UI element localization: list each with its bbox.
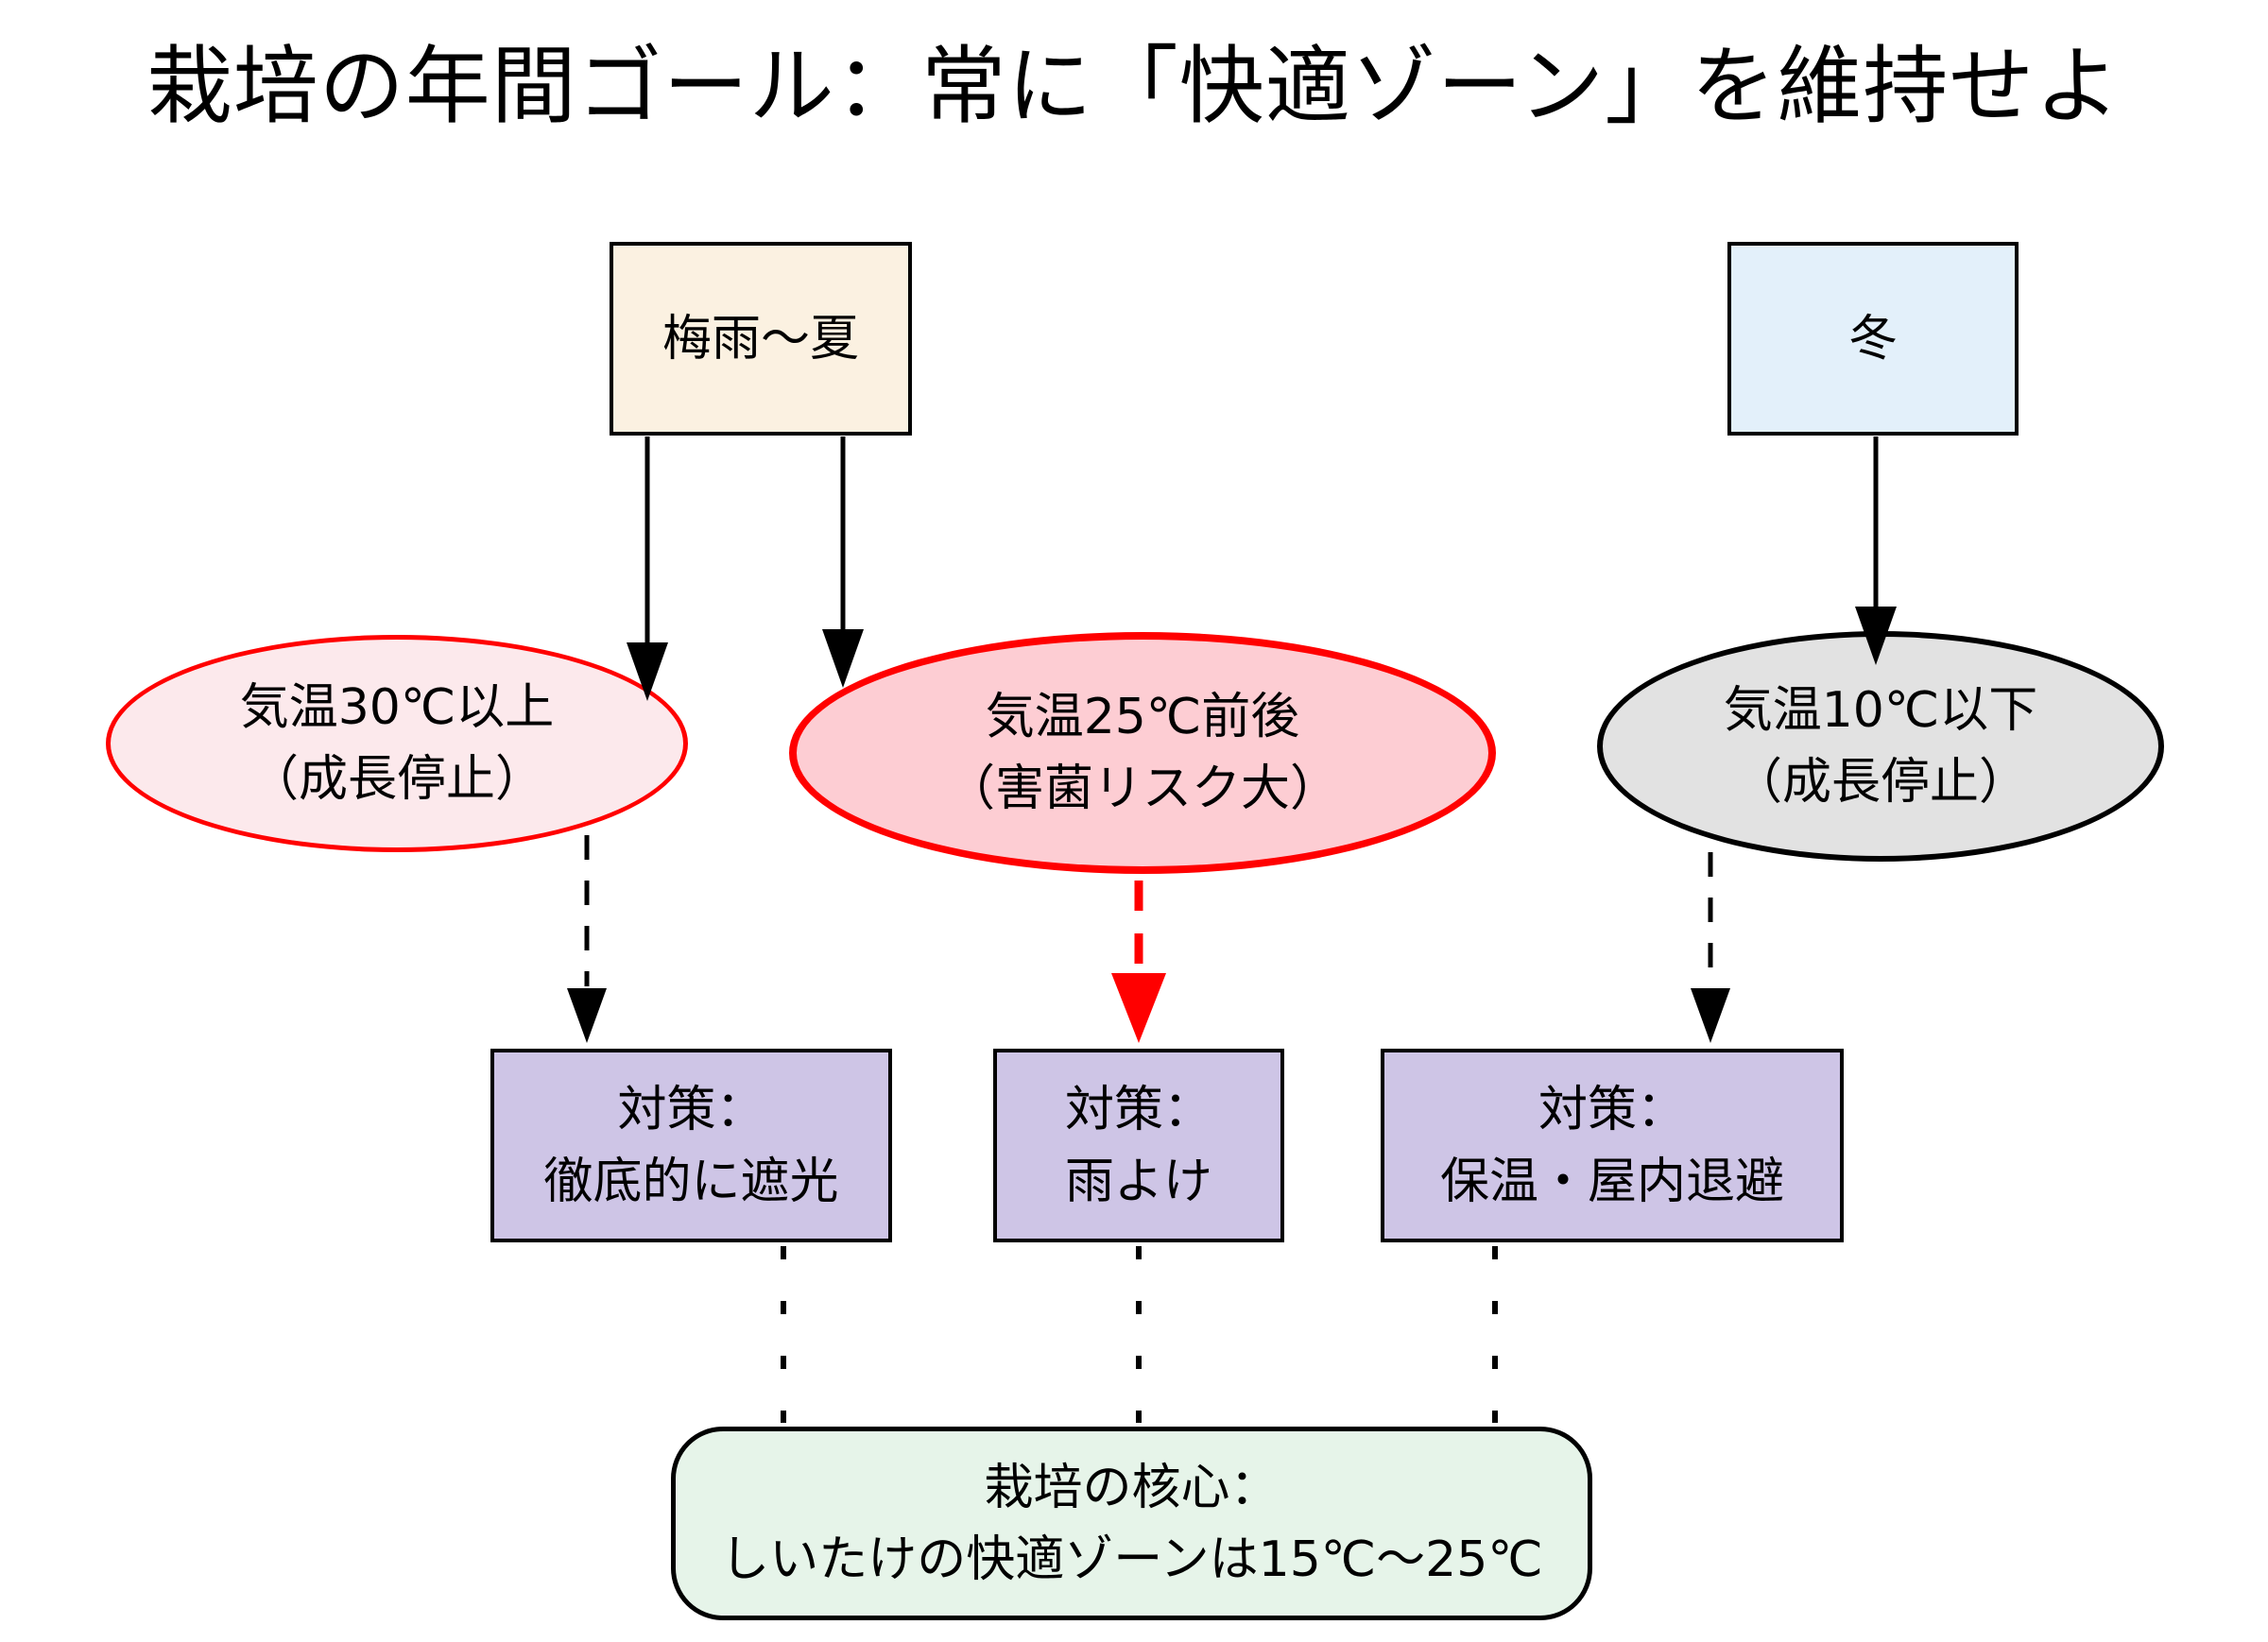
node-temp-around-25-line1: 気温25℃前後 — [985, 689, 1300, 745]
node-measure-rain-cover: 対策： 雨よけ — [993, 1049, 1284, 1242]
node-temp-around-25-line2: （害菌リスク大） — [945, 761, 1339, 817]
node-rainy-to-summer-label: 梅雨〜夏 — [662, 310, 859, 368]
node-measure-shading-line1: 対策： — [617, 1081, 765, 1138]
arrow-under10-to-warmth — [1691, 852, 1730, 1043]
node-measure-warmth-line1: 対策： — [1538, 1081, 1686, 1138]
node-temp-over-30-line2: （成長停止） — [249, 751, 544, 808]
arrow-around25-to-rain — [1111, 881, 1166, 1043]
node-temp-under-10-line2: （成長停止） — [1732, 754, 2028, 811]
node-winter-label: 冬 — [1847, 310, 1898, 368]
node-temp-over-30: 気温30℃以上 （成長停止） — [106, 635, 688, 852]
node-rainy-to-summer: 梅雨〜夏 — [610, 242, 912, 436]
node-core-comfort-zone: 栽培の核心： しいたけの快適ゾーンは15℃〜25℃ — [671, 1427, 1592, 1620]
node-measure-rain-cover-line1: 対策： — [1064, 1081, 1212, 1138]
node-temp-around-25: 気温25℃前後 （害菌リスク大） — [789, 632, 1496, 874]
node-measure-warmth-line2: 保温・屋内退避 — [1439, 1153, 1784, 1210]
node-measure-shading: 対策： 徹底的に遮光 — [490, 1049, 892, 1242]
node-measure-rain-cover-line2: 雨よけ — [1064, 1153, 1212, 1210]
node-measure-warmth: 対策： 保温・屋内退避 — [1381, 1049, 1844, 1242]
arrow-summer-to-around25 — [822, 436, 864, 688]
node-temp-under-10: 気温10℃以下 （成長停止） — [1597, 631, 2164, 862]
node-core-line1: 栽培の核心： — [984, 1459, 1280, 1516]
diagram-title: 栽培の年間ゴール：常に「快適ゾーン」を維持せよ — [146, 37, 2122, 136]
arrow-summer-to-over30 — [627, 436, 668, 701]
node-winter: 冬 — [1727, 242, 2019, 436]
node-core-line2: しいたけの快適ゾーンは15℃〜25℃ — [720, 1531, 1543, 1588]
node-temp-over-30-line1: 気温30℃以上 — [239, 679, 555, 736]
node-temp-under-10-line1: 気温10℃以下 — [1723, 682, 2038, 739]
node-measure-shading-line2: 徹底的に遮光 — [543, 1153, 839, 1210]
arrow-over30-to-shade — [567, 835, 607, 1043]
